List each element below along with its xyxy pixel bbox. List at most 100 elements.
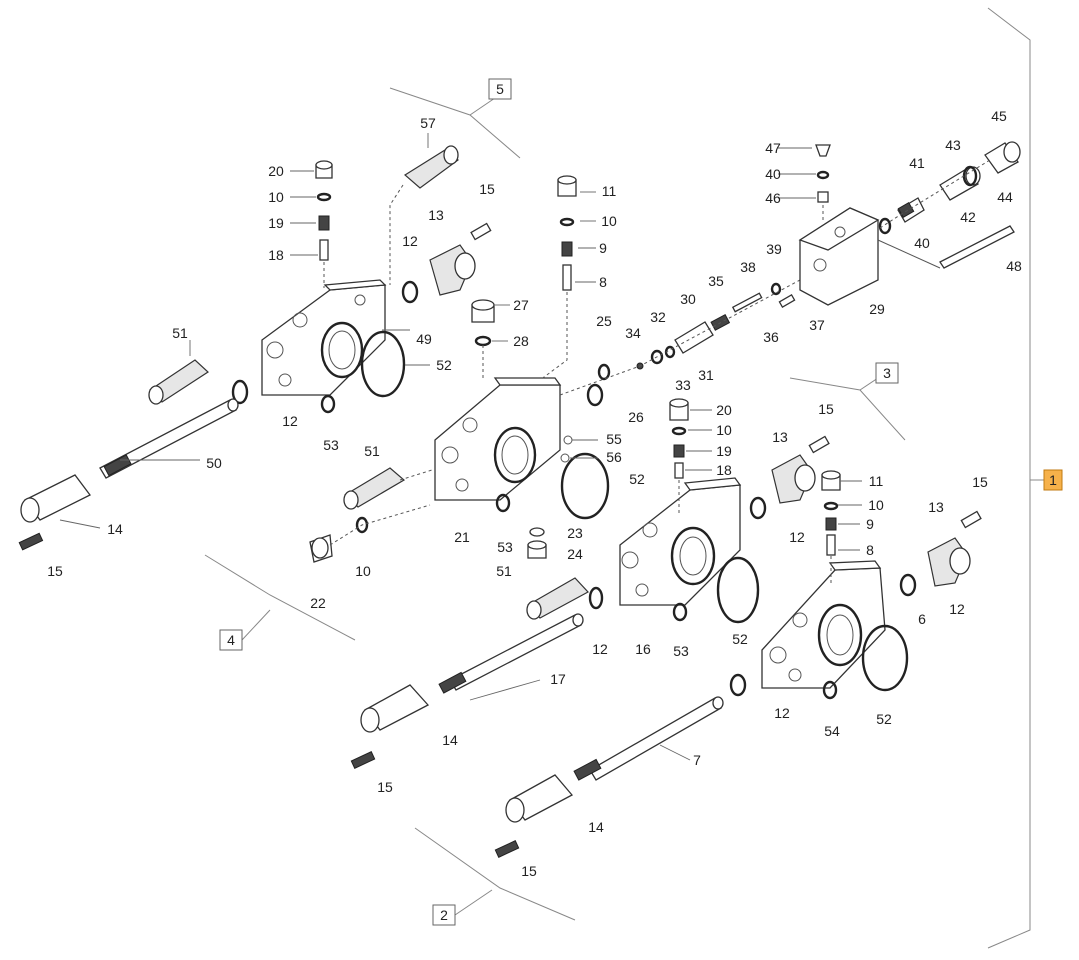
callout-23: 23 [567,525,583,541]
callout-20: 20 [716,402,732,418]
callout-39: 39 [766,241,782,257]
callout-14: 14 [588,819,604,835]
callout-31: 31 [698,367,714,383]
callout-24: 24 [567,546,583,562]
callout-15: 15 [521,863,537,879]
callout-12: 12 [789,529,805,545]
assembly-box-2: 2 [432,904,456,926]
callout-43: 43 [945,137,961,153]
callout-50: 50 [206,455,222,471]
callout-53: 53 [497,539,513,555]
callout-53: 53 [673,643,689,659]
callout-45: 45 [991,108,1007,124]
assembly-box-5: 5 [488,78,512,100]
callout-52: 52 [436,357,452,373]
callout-13: 13 [772,429,788,445]
callout-36: 36 [763,329,779,345]
callout-33: 33 [675,377,691,393]
callout-12: 12 [282,413,298,429]
callout-28: 28 [513,333,529,349]
callout-12: 12 [949,601,965,617]
callout-14: 14 [107,521,123,537]
callout-11: 11 [869,473,884,489]
assembly-box-1[interactable]: 1 [1043,469,1063,491]
callout-17: 17 [550,671,566,687]
callout-56: 56 [606,449,622,465]
callout-52: 52 [876,711,892,727]
callout-15: 15 [972,474,988,490]
callout-53: 53 [323,437,339,453]
callout-10: 10 [355,563,371,579]
callout-51: 51 [172,325,188,341]
assembly-box-2-label: 2 [440,907,448,923]
callout-18: 18 [716,462,732,478]
section-3-parts [350,398,830,769]
assembly-box-3-label: 3 [883,365,891,381]
callout-40: 40 [914,235,930,251]
relief-block-parts [778,141,1021,308]
callout-37: 37 [809,317,825,333]
callout-9: 9 [866,516,874,532]
callout-labels: 57 20 10 19 18 13 15 12 51 49 52 12 53 5… [47,108,1022,879]
callout-8: 8 [866,542,874,558]
callout-15: 15 [47,563,63,579]
callout-18: 18 [268,247,284,263]
callout-55: 55 [606,431,622,447]
callout-48: 48 [1006,258,1022,274]
callout-26: 26 [628,409,644,425]
callout-13: 13 [928,499,944,515]
callout-27: 27 [513,297,529,313]
callout-41: 41 [909,155,925,171]
assembly-box-4: 4 [219,629,243,651]
callout-51: 51 [364,443,380,459]
section-middle-parts [309,175,801,563]
callout-19: 19 [268,215,284,231]
callout-10: 10 [601,213,617,229]
callout-38: 38 [740,259,756,275]
assembly-box-4-label: 4 [227,632,235,648]
callout-40: 40 [765,166,781,182]
callout-15: 15 [377,779,393,795]
callout-19: 19 [716,443,732,459]
callout-12: 12 [592,641,608,657]
callout-9: 9 [599,240,607,256]
assembly-brackets [204,7,1045,949]
callout-35: 35 [708,273,724,289]
callout-57: 57 [420,115,436,131]
callout-16: 16 [635,641,651,657]
callout-42: 42 [960,209,976,225]
callout-29: 29 [869,301,885,317]
callout-46: 46 [765,190,781,206]
callout-13: 13 [428,207,444,223]
callout-22: 22 [310,595,326,611]
callout-14: 14 [442,732,458,748]
leader-lines [59,133,862,761]
callout-21: 21 [454,529,470,545]
callout-15: 15 [818,401,834,417]
callout-12: 12 [402,233,418,249]
callout-47: 47 [765,140,781,156]
callout-54: 54 [824,723,840,739]
callout-10: 10 [868,497,884,513]
callout-11: 11 [602,183,617,199]
assembly-box-3: 3 [875,362,899,384]
callout-32: 32 [650,309,666,325]
callout-8: 8 [599,274,607,290]
callout-7: 7 [693,752,701,768]
callout-34: 34 [625,325,641,341]
callout-49: 49 [416,331,432,347]
section-5-parts [18,145,492,551]
assembly-box-1-label: 1 [1049,472,1057,488]
callout-25: 25 [596,313,612,329]
callout-6: 6 [918,611,926,627]
callout-52: 52 [629,471,645,487]
callout-52: 52 [732,631,748,647]
callout-10: 10 [268,189,284,205]
callout-15: 15 [479,181,495,197]
callout-51: 51 [496,563,512,579]
section-2-parts [494,470,982,858]
callout-12: 12 [774,705,790,721]
callout-20: 20 [268,163,284,179]
callout-44: 44 [997,189,1013,205]
